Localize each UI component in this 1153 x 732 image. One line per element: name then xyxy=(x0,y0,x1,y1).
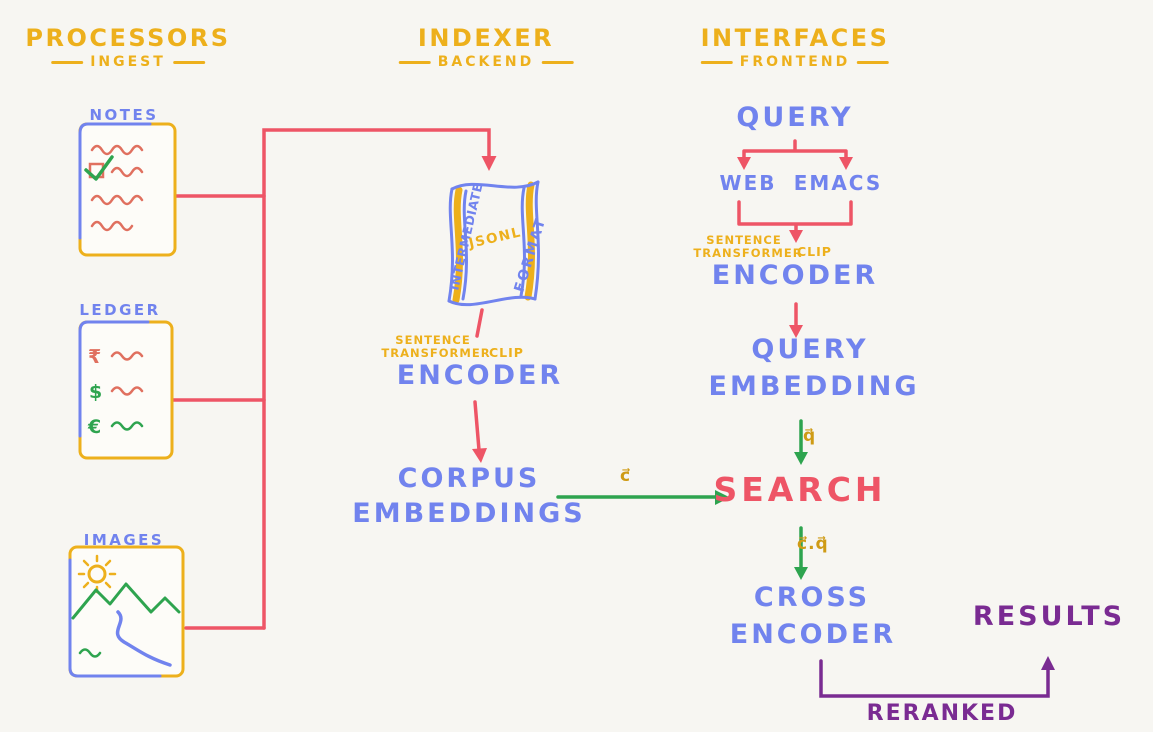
images-card-border xyxy=(68,545,185,678)
cross-encoder-line1: CROSS xyxy=(753,582,871,613)
emacs-client-label: EMACS xyxy=(793,171,883,195)
results-label: RESULTS xyxy=(972,601,1126,632)
reranked-label: RERANKED xyxy=(866,701,1018,726)
subtitle-dash xyxy=(51,60,84,64)
text-squiggle xyxy=(110,166,144,178)
web-client-label: WEB xyxy=(719,171,777,195)
jsonl-scroll: INTERMEDIATE JSONL FORMAT xyxy=(446,180,549,307)
text-squiggle xyxy=(90,144,144,156)
images-label: IMAGES xyxy=(83,531,165,549)
cross-encoder-to-results-arrowhead xyxy=(1041,656,1055,670)
cross-encoder-to-results-line xyxy=(819,659,1050,698)
query-to-web-arrowhead xyxy=(737,157,751,170)
interfaces-subtitle: FRONTEND xyxy=(700,54,890,70)
indexer-subtitle: BACKEND xyxy=(398,54,574,70)
sun-icon xyxy=(87,564,107,584)
interfaces-clip-label: CLIP xyxy=(797,244,832,259)
ledger-label: LEDGER xyxy=(79,301,161,319)
notes-card-border-accent xyxy=(78,122,152,240)
text-squiggle xyxy=(110,421,144,431)
ledger-card-border-accent xyxy=(78,320,150,438)
scroll-outline xyxy=(447,180,540,307)
encoder-to-corpus-arrowhead xyxy=(472,448,487,463)
interfaces-encoder-label: ENCODER xyxy=(711,260,879,291)
interfaces-title: INTERFACES xyxy=(700,24,890,52)
encoder-to-corpus-line xyxy=(473,400,481,452)
subtitle-dash xyxy=(172,60,205,64)
interfaces-connectors xyxy=(737,139,853,338)
subtitle-dash xyxy=(700,60,733,64)
interfaces-subtitle-label: FRONTEND xyxy=(739,54,851,70)
query-embedding-to-search-arrowhead xyxy=(794,452,808,465)
notes-label: NOTES xyxy=(89,106,159,124)
corpus-label-line2: EMBEDDINGS xyxy=(352,498,586,529)
notes-card xyxy=(78,122,177,257)
query-to-clients-connector xyxy=(742,139,848,160)
subtitle-dash xyxy=(541,60,574,64)
checkmark-icon xyxy=(84,155,114,181)
rupee-symbol: ₹ xyxy=(88,346,101,368)
query-embedding-line1: QUERY xyxy=(751,334,869,365)
dollar-symbol: $ xyxy=(89,381,102,403)
grass-squiggle xyxy=(78,648,102,658)
interfaces-transformer-label: TRANSFORMER xyxy=(693,246,803,260)
processors-subtitle-label: INGEST xyxy=(90,54,166,70)
indexer-clip-label: CLIP xyxy=(489,345,524,360)
encoder-to-query-embedding-arrowhead xyxy=(789,325,803,338)
query-label: QUERY xyxy=(736,102,854,133)
ingest-connectors xyxy=(170,128,497,630)
dot-product-label: c⃗.q⃗ xyxy=(797,534,829,554)
query-embedding-line2: EMBEDDING xyxy=(708,371,920,402)
indexer-subtitle-label: BACKEND xyxy=(437,54,535,70)
notes-card-border xyxy=(78,122,177,257)
search-label: SEARCH xyxy=(713,470,887,509)
subtitle-dash xyxy=(398,60,431,64)
mountains-icon xyxy=(71,582,181,620)
ledger-card: ₹ $ € xyxy=(78,320,174,460)
images-card-border-accent xyxy=(68,558,162,678)
ingest-spine-line xyxy=(262,128,491,630)
corpus-vector-label: c⃗ xyxy=(620,466,632,486)
clients-to-encoder-arrowhead xyxy=(789,230,803,243)
corpus-to-search-arrowhead xyxy=(715,490,730,505)
query-to-emacs-arrowhead xyxy=(839,157,853,170)
processors-subtitle: INGEST xyxy=(51,54,205,70)
clients-to-encoder-connector xyxy=(737,200,853,233)
indexer-sentence-label: SENTENCE xyxy=(395,333,471,347)
search-to-cross-encoder-arrowhead xyxy=(794,567,808,580)
jsonl-to-encoder-line xyxy=(475,308,484,338)
corpus-label-line1: CORPUS xyxy=(397,463,541,494)
euro-symbol: € xyxy=(87,416,101,438)
text-squiggle xyxy=(90,194,144,206)
scroll-left-band xyxy=(452,186,463,304)
indexer-connectors xyxy=(472,308,487,463)
indexer-title: INDEXER xyxy=(417,24,555,52)
query-vector-label: q⃗ xyxy=(803,426,817,446)
processors-title: PROCESSORS xyxy=(25,24,231,52)
images-card xyxy=(68,545,185,678)
rerank-connector xyxy=(819,656,1055,698)
cross-encoder-line2: ENCODER xyxy=(729,619,897,650)
subtitle-dash xyxy=(857,60,890,64)
interfaces-sentence-label: SENTENCE xyxy=(706,233,782,247)
indexer-transformer-label: TRANSFORMER xyxy=(381,346,491,360)
text-squiggle xyxy=(110,351,144,361)
text-squiggle xyxy=(90,220,134,232)
search-connectors xyxy=(556,419,808,580)
ingest-to-jsonl-arrowhead xyxy=(481,156,497,171)
indexer-encoder-label: ENCODER xyxy=(396,360,564,391)
river-icon xyxy=(115,610,172,667)
text-squiggle xyxy=(110,386,144,396)
scroll-right-band xyxy=(524,181,535,301)
